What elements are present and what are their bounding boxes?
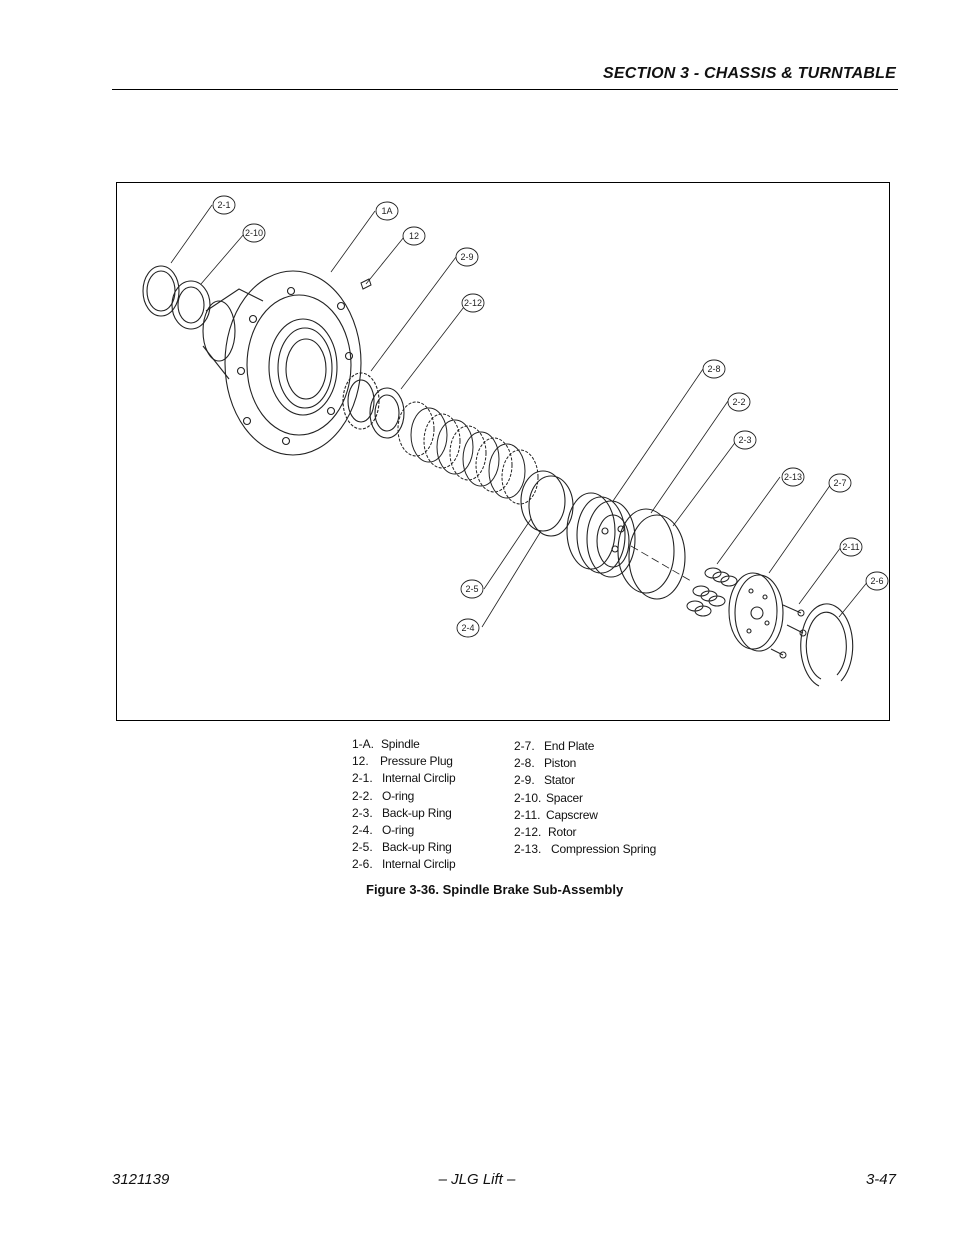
backup-ring-o-ring-pair	[520, 470, 574, 537]
legend-item-number: 2-11.	[514, 807, 541, 822]
legend-item-label: Compression Spring	[551, 842, 657, 857]
legend-item-number: 2-3.	[352, 805, 373, 820]
callout-2-4: 2-4	[461, 623, 474, 633]
rotor-part	[369, 387, 405, 439]
legend-item-label: Capscrew	[546, 807, 598, 822]
callout-2-1: 2-1	[217, 200, 230, 210]
header-rule	[112, 89, 898, 90]
legend-item: 2-6. Internal Circlip	[352, 856, 456, 873]
legend-item-number: 2-5.	[352, 840, 373, 855]
legend-item: 2-2. O-ring	[352, 788, 456, 805]
legend-item-number: 2-4.	[352, 823, 373, 838]
legend-item-number: 2-2.	[352, 788, 373, 803]
callout-2-12: 2-12	[464, 298, 482, 308]
legend-item-number: 2-1.	[352, 771, 373, 786]
legend-item-label: Internal Circlip	[382, 771, 456, 786]
capscrews	[770, 604, 807, 659]
callout-2-5: 2-5	[465, 584, 478, 594]
legend-item-label: Pressure Plug	[380, 754, 453, 769]
callout-balloons	[212, 195, 889, 638]
legend-item-label: Back-up Ring	[382, 805, 452, 820]
legend-item-number: 2-13.	[514, 842, 542, 857]
internal-circlip-part	[142, 265, 180, 317]
legend-item: 2-5. Back-up Ring	[352, 839, 456, 856]
legend-item-label: Back-up Ring	[382, 840, 452, 855]
stator-part	[342, 372, 380, 430]
legend-item: 2-13. Compression Spring	[514, 841, 656, 858]
legend-item-label: Piston	[544, 756, 577, 771]
legend-item: 2-4. O-ring	[352, 822, 456, 839]
legend-item-number: 2-9.	[514, 773, 535, 788]
callout-2-2: 2-2	[732, 397, 745, 407]
spindle-part	[202, 270, 362, 456]
footer-page-number: 3-47	[865, 1171, 896, 1188]
callout-2-9: 2-9	[460, 252, 473, 262]
callout-2-7: 2-7	[833, 478, 846, 488]
internal-circlip-right	[800, 603, 854, 687]
footer-doc-number: 3121139	[112, 1171, 170, 1188]
legend-item-label: O-ring	[382, 823, 415, 838]
pressure-plug-part	[360, 278, 372, 290]
legend-item-label: Stator	[544, 773, 575, 788]
legend-item: 2-1. Internal Circlip	[352, 770, 456, 787]
legend-item: 2-9. Stator	[514, 772, 656, 789]
legend-item-number: 2-10.	[514, 790, 542, 805]
end-plate-part	[728, 572, 784, 652]
callout-leaders	[170, 204, 870, 628]
legend-item-number: 2-6.	[352, 857, 373, 872]
callout-1a: 1A	[381, 206, 392, 216]
legend-item: 2-10. Spacer	[514, 790, 656, 807]
legend-item: 2-8. Piston	[514, 755, 656, 772]
legend-item: 12. Pressure Plug	[352, 753, 456, 770]
figure-caption: Figure 3-36. Spindle Brake Sub-Assembly	[366, 882, 624, 897]
callout-12: 12	[409, 231, 419, 241]
section-header: SECTION 3 - CHASSIS & TURNTABLE	[602, 65, 896, 82]
disc-pack	[397, 401, 539, 505]
piston-part	[566, 492, 636, 578]
spacer-part	[171, 280, 211, 330]
legend-item-number: 1-A.	[352, 737, 375, 751]
legend-item-number: 2-7.	[514, 739, 535, 753]
parts-legend-left: 1-A. Spindle 12. Pressure Plug 2-1. Interna…	[352, 736, 456, 874]
figure-frame: 2-1 2-10 1A 12 2-9 2-12 2-8 2-2 2-3 2-13…	[116, 182, 890, 721]
footer-center-title: – JLG Lift –	[438, 1171, 516, 1188]
legend-item-number: 2-12.	[514, 825, 542, 840]
legend-item: 2-11. Capscrew	[514, 807, 656, 824]
legend-item: 2-7. End Plate	[514, 738, 656, 755]
parts-legend-right: 2-7. End Plate 2-8. Piston 2-9. Stator 2-10…	[514, 738, 656, 858]
legend-item: 2-12. Rotor	[514, 824, 656, 841]
callout-2-3: 2-3	[738, 435, 751, 445]
legend-item: 2-3. Back-up Ring	[352, 805, 456, 822]
legend-item: 1-A. Spindle	[352, 736, 456, 753]
callout-2-6: 2-6	[870, 576, 883, 586]
o-ring-backup-ring-pair	[617, 508, 686, 600]
legend-item-number: 2-8.	[514, 756, 535, 771]
legend-item-label: O-ring	[382, 788, 415, 803]
callout-2-10: 2-10	[245, 228, 263, 238]
callout-2-13: 2-13	[784, 472, 802, 482]
legend-item-number: 12.	[352, 754, 369, 769]
exploded-view-diagram: 2-1 2-10 1A 12 2-9 2-12 2-8 2-2 2-3 2-13…	[142, 195, 889, 687]
legend-item-label: Rotor	[548, 825, 577, 840]
callout-2-8: 2-8	[707, 364, 720, 374]
callout-labels: 2-1 2-10 1A 12 2-9 2-12 2-8 2-2 2-3 2-13…	[217, 200, 883, 633]
legend-item-label: Internal Circlip	[382, 857, 456, 872]
callout-2-11: 2-11	[842, 542, 859, 552]
legend-item-label: End Plate	[544, 739, 595, 753]
compression-springs	[686, 567, 738, 617]
legend-item-label: Spacer	[546, 790, 583, 805]
legend-item-label: Spindle	[381, 737, 420, 751]
